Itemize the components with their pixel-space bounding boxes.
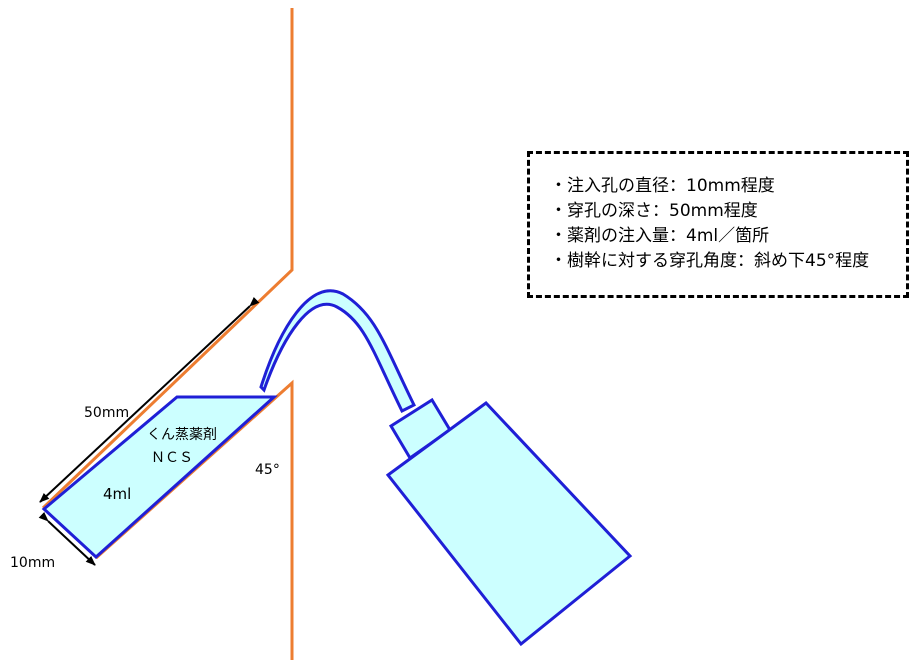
bottle-nozzle — [259, 289, 417, 414]
notes-box — [527, 151, 909, 298]
agent-code-label: ＮＣＳ — [151, 450, 193, 466]
agent-name-label: くん蒸薬剤 — [147, 427, 217, 443]
note-drill-angle: ・樹幹に対する穿孔角度：斜め下45°程度 — [550, 251, 870, 271]
agent-fill — [41, 395, 278, 560]
volume-label: 4ml — [103, 485, 131, 503]
notes-list: ・注入孔の直径：10mm程度 ・穿孔の深さ：50mm程度 ・薬剤の注入量：4ml… — [550, 174, 869, 274]
note-drill-depth: ・穿孔の深さ：50mm程度 — [550, 201, 758, 221]
note-injection-volume: ・薬剤の注入量：4ml／箇所 — [550, 226, 770, 246]
bottle-body — [385, 401, 633, 647]
width-label: 10mm — [10, 555, 55, 571]
dimension-arrow-50mm — [39, 296, 260, 503]
length-label: 50mm — [84, 405, 129, 421]
note-hole-diameter: ・注入孔の直径：10mm程度 — [550, 176, 775, 196]
dimension-arrow-10mm — [38, 511, 96, 566]
angle-label: 45° — [255, 462, 280, 478]
